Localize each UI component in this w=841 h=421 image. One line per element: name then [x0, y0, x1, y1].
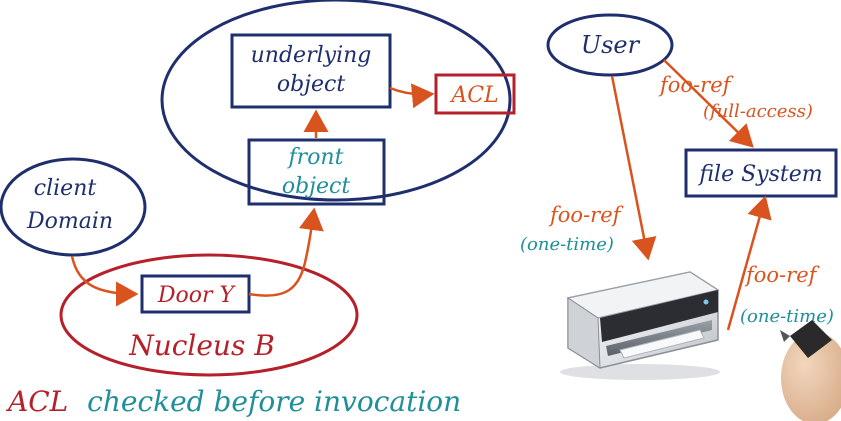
printer-fs-onetime-label: (one-time)	[740, 306, 834, 327]
underlying-object-box	[230, 33, 392, 109]
file-system-label: file System	[697, 162, 822, 187]
front-object-box	[247, 138, 386, 206]
arrow-client-to-door	[70, 255, 139, 307]
user-fs-ref-label: foo-ref	[658, 73, 734, 97]
client-domain-node	[0, 157, 147, 257]
front-object-label-2: object	[282, 174, 350, 199]
arrow-user-to-fs	[663, 59, 754, 148]
arrow-door-to-front	[248, 207, 324, 297]
user-fs-access-label: (full-access)	[703, 101, 813, 122]
footer-acl-word: ACL	[5, 385, 68, 418]
acl-box	[434, 73, 516, 115]
front-object-label-1: front	[287, 145, 344, 170]
user-node	[546, 13, 674, 77]
user-printer-ref-label: foo-ref	[548, 203, 624, 227]
nucleus-b-node	[59, 253, 359, 377]
user-label: User	[581, 31, 641, 59]
acl-box-label: ACL	[449, 83, 498, 108]
pen-tip-icon	[780, 320, 841, 421]
user-printer-onetime-label: (one-time)	[520, 234, 614, 255]
container-ellipse	[160, 0, 512, 202]
door-y-label: Door Y	[157, 283, 237, 308]
underlying-object-label-2: object	[277, 72, 345, 97]
client-domain-label-2: Domain	[26, 209, 113, 234]
arrow-user-to-printer	[610, 75, 657, 261]
client-domain-label-1: client	[34, 176, 97, 201]
arrow-printer-to-fs	[726, 195, 772, 331]
underlying-object-label-1: underlying	[251, 43, 372, 68]
footer-rest: checked before invocation	[87, 385, 461, 418]
nucleus-b-label: Nucleus B	[128, 329, 275, 362]
printer-icon	[560, 271, 720, 380]
printer-fs-ref-label: foo-ref	[744, 263, 820, 287]
footer-text: ACL checked before invocation	[5, 385, 461, 418]
arrow-underlying-to-acl	[389, 83, 435, 109]
